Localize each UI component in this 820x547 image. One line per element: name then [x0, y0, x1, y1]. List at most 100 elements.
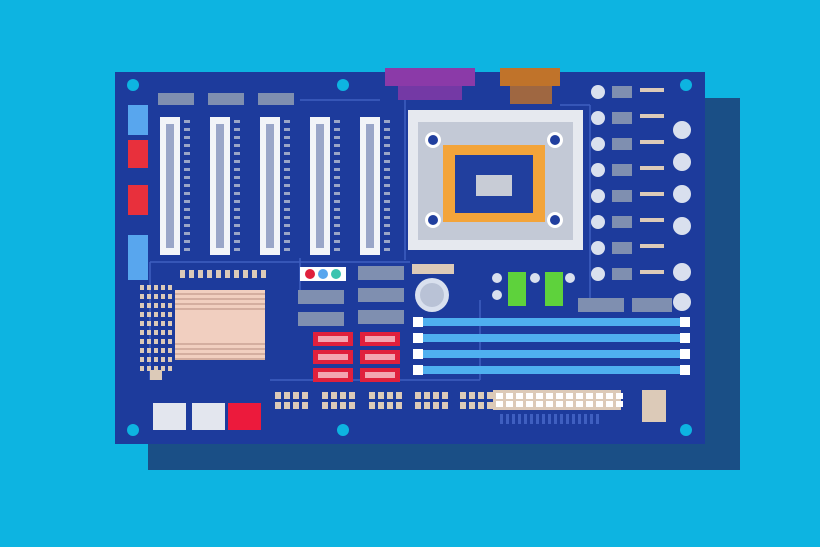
slot-pin [334, 200, 340, 203]
slot-pin [234, 120, 240, 123]
smd-pad [140, 312, 144, 317]
capacitor [591, 163, 605, 177]
pin-header-pin [469, 402, 475, 409]
smd-pad [198, 270, 203, 278]
smd-pad [154, 330, 158, 335]
capacitor [492, 273, 502, 283]
capacitor [591, 85, 605, 99]
ram-latch [413, 317, 423, 327]
mosfet [612, 164, 632, 176]
slot-pin [284, 160, 290, 163]
top-chip [158, 93, 194, 105]
smd-pad [147, 312, 151, 317]
smd-pad [147, 303, 151, 308]
pin-row [640, 244, 664, 248]
slot-pin [184, 168, 190, 171]
smd-pad [140, 321, 144, 326]
heatsink-top [175, 310, 265, 340]
smd-pad [161, 303, 165, 308]
pin-header-pin [378, 402, 384, 409]
capacitor [591, 215, 605, 229]
slot-pin [234, 128, 240, 131]
bottom-pin [596, 414, 599, 424]
atx-pin [546, 401, 553, 407]
pin-header-pin [487, 402, 493, 409]
slot-pin [184, 120, 190, 123]
capacitor [591, 267, 605, 281]
atx-pin [556, 401, 563, 407]
sata-port-inner [365, 372, 395, 378]
pin-header-pin [349, 392, 355, 399]
slot-pin [184, 176, 190, 179]
smd-pad [161, 348, 165, 353]
slot-pin [184, 192, 190, 195]
slot-pin [334, 144, 340, 147]
socket-screw-hole [550, 215, 560, 225]
atx-pin [536, 401, 543, 407]
atx-pin [566, 393, 573, 399]
smd-pad [161, 294, 165, 299]
orange-connector [500, 68, 560, 86]
atx-pin [546, 393, 553, 399]
slot-pin [284, 144, 290, 147]
bottom-pin [524, 414, 527, 424]
capacitor-large [673, 293, 691, 311]
capacitor-large [673, 153, 691, 171]
smd-pad [168, 366, 172, 371]
pci-slot-inner [316, 124, 324, 248]
smd-pad [147, 348, 151, 353]
smd-pad [234, 270, 239, 278]
atx-pin [536, 393, 543, 399]
atx-pin [566, 401, 573, 407]
pin-header-pin [396, 392, 402, 399]
slot-pin [184, 144, 190, 147]
smd-pad [168, 294, 172, 299]
slot-pin [334, 136, 340, 139]
ram-slot [413, 366, 690, 374]
slot-pin [334, 208, 340, 211]
ram-latch [413, 333, 423, 343]
slot-pin [384, 208, 390, 211]
atx-pin [586, 401, 593, 407]
atx-pin [556, 393, 563, 399]
pin-header-pin [460, 402, 466, 409]
slot-pin [384, 248, 390, 251]
slot-pin [234, 216, 240, 219]
pin-header-pin [460, 392, 466, 399]
led-green [331, 269, 341, 279]
smd-pad [161, 366, 165, 371]
smd-pad [154, 294, 158, 299]
slot-pin [234, 208, 240, 211]
atx-pin [516, 401, 523, 407]
atx-pin [596, 393, 603, 399]
sata-port-inner [365, 336, 395, 342]
slot-pin [284, 136, 290, 139]
slot-pin [384, 216, 390, 219]
bottom-pin [560, 414, 563, 424]
slot-pin [284, 176, 290, 179]
ic-chip [298, 312, 344, 326]
slot-pin [384, 224, 390, 227]
slot-pin [184, 208, 190, 211]
mosfet [612, 112, 632, 124]
smd-pad [154, 303, 158, 308]
ram-latch [680, 317, 690, 327]
ram-slot [413, 350, 690, 358]
pin-header-pin [415, 392, 421, 399]
smd-pad [168, 357, 172, 362]
slot-pin [284, 240, 290, 243]
pin-header-pin [340, 392, 346, 399]
atx-pin [606, 393, 613, 399]
slot-pin [384, 152, 390, 155]
atx-pin [576, 401, 583, 407]
smd-pad [225, 270, 230, 278]
smd-pad [207, 270, 212, 278]
smd-pad [168, 321, 172, 326]
ic-chip [298, 290, 344, 304]
orange-connector-base [510, 86, 552, 104]
atx-pin [506, 401, 513, 407]
green-chip [545, 272, 563, 306]
smd-pad [140, 285, 144, 290]
pin-header-pin [331, 392, 337, 399]
slot-pin [284, 152, 290, 155]
